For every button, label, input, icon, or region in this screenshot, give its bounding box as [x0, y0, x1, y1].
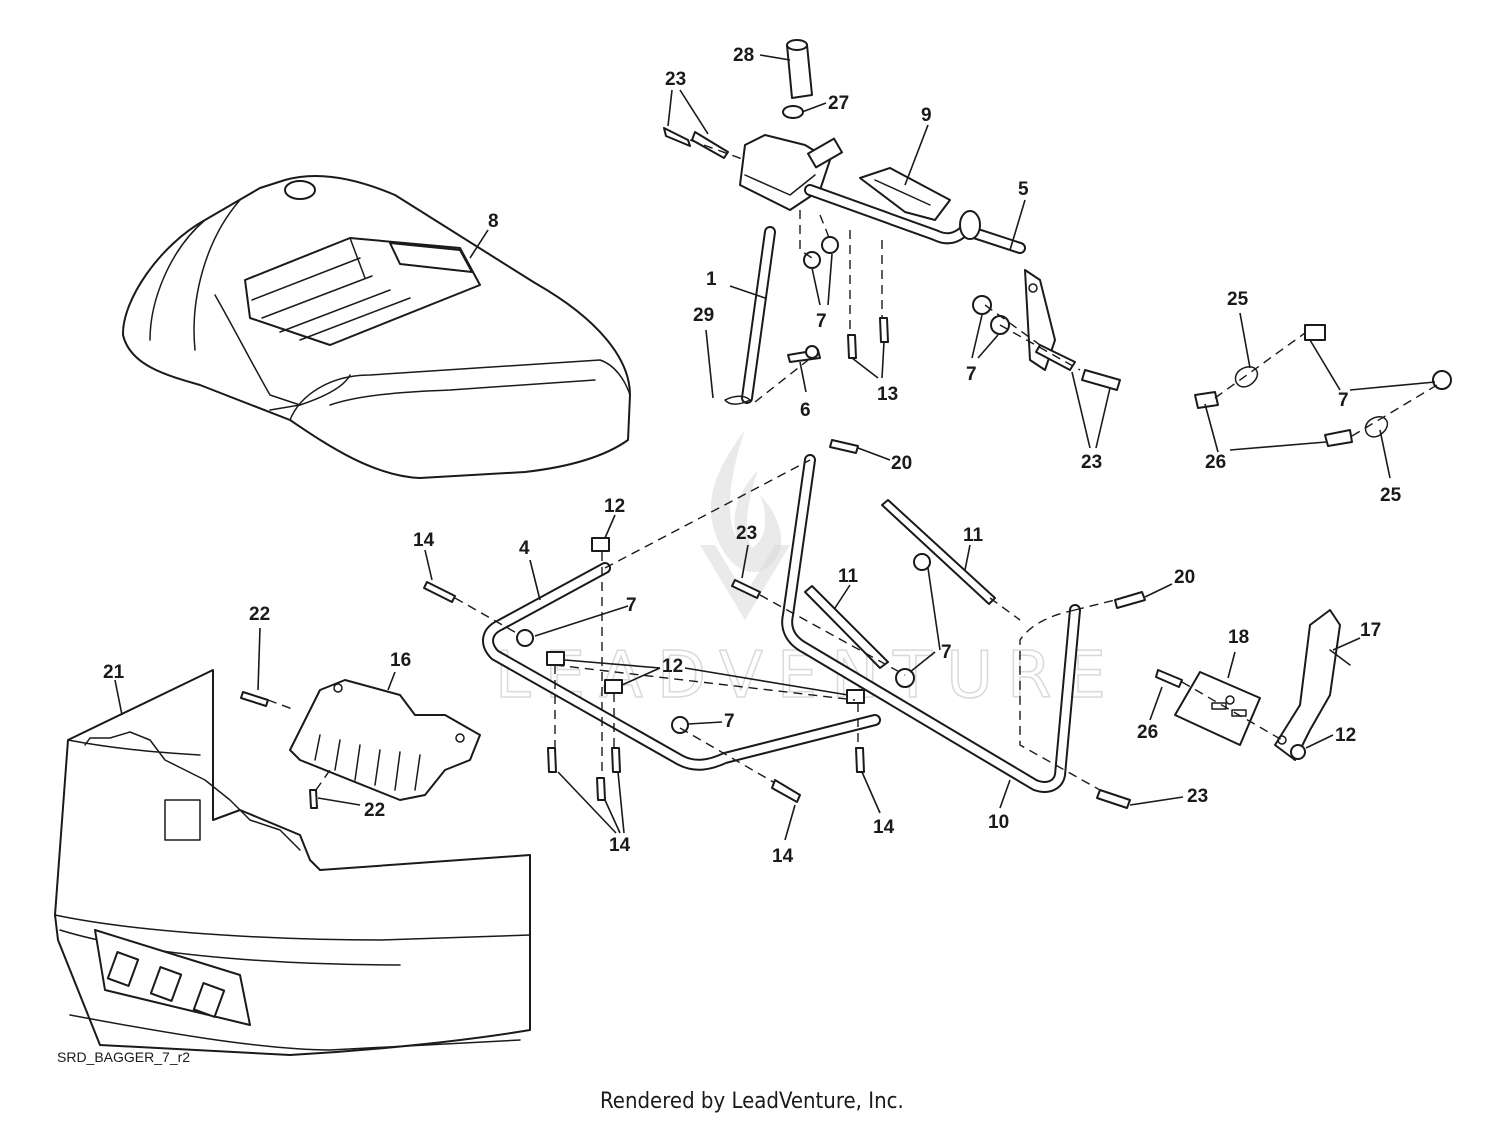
callout-20: 20 — [1174, 567, 1195, 588]
part-7-nut — [895, 668, 915, 688]
callout-11: 11 — [838, 566, 859, 587]
assembly-dashed-lines — [267, 139, 1443, 791]
callout-10: 10 — [988, 812, 1009, 833]
callout-7: 7 — [966, 364, 977, 385]
part-10-rear-frame — [781, 454, 1081, 793]
part-23-bolts-top-left — [663, 127, 729, 159]
callout-4: 4 — [519, 538, 530, 559]
part-23-bolts-right — [1035, 344, 1121, 391]
watermark-flame-icon — [710, 430, 782, 572]
callout-18: 18 — [1228, 627, 1249, 648]
part-12-nut — [546, 651, 565, 666]
callout-12: 12 — [662, 656, 683, 677]
part-14-bolt — [855, 747, 865, 773]
part-7-nut — [671, 716, 689, 734]
watermark-v-icon — [700, 545, 790, 620]
part-18-plate — [1174, 671, 1261, 746]
callout-leader-lines — [114, 54, 1436, 841]
callout-20: 20 — [891, 453, 912, 474]
callout-7: 7 — [816, 311, 827, 332]
part-17-bracket — [1274, 609, 1351, 761]
part-12-nut — [604, 679, 623, 694]
part-23-bolt — [1096, 789, 1131, 809]
callout-1: 1 — [706, 269, 717, 290]
callout-26: 26 — [1205, 452, 1226, 473]
part-7-nuts-upper — [803, 236, 1010, 335]
part-22-screw — [240, 691, 269, 707]
part-12-nut — [846, 689, 865, 704]
part-9-handle-bracket-assembly — [739, 134, 1026, 254]
part-11-braces — [804, 499, 996, 669]
callout-13: 13 — [877, 384, 898, 405]
callout-22: 22 — [364, 800, 385, 821]
callout-5: 5 — [1018, 179, 1029, 200]
part-1-tube — [741, 226, 776, 404]
part-7-nut — [913, 553, 931, 571]
part-4-front-frame — [482, 562, 881, 771]
callout-8: 8 — [488, 211, 499, 232]
part-22-screw — [309, 789, 318, 809]
part-7-nut — [516, 629, 534, 647]
callout-12: 12 — [604, 496, 625, 517]
callout-6: 6 — [800, 400, 811, 421]
callout-9: 9 — [921, 105, 932, 126]
callout-23: 23 — [1081, 452, 1102, 473]
callout-23: 23 — [1187, 786, 1208, 807]
callout-21: 21 — [103, 662, 125, 683]
part-14-bolt — [423, 581, 456, 603]
part-26-bolt — [1155, 669, 1183, 688]
part-21-bagger-box — [54, 669, 531, 1056]
part-14-bolt — [547, 747, 557, 773]
lower-hardware — [240, 439, 1306, 809]
callout-23: 23 — [736, 523, 757, 544]
callout-7: 7 — [626, 595, 637, 616]
callout-26: 26 — [1137, 722, 1158, 743]
part-14-bolt — [611, 747, 621, 773]
drawing-code-label: SRD_BAGGER_7_r2 — [57, 1049, 190, 1065]
part-20-bolt — [1114, 591, 1146, 609]
callout-17: 17 — [1360, 620, 1381, 641]
rendered-by-footer: Rendered by LeadVenture, Inc. — [600, 1089, 904, 1114]
part-12-nut — [1290, 744, 1306, 760]
part-29-hairpin — [724, 395, 751, 405]
callout-7: 7 — [941, 642, 952, 663]
part-6-clevis-pin — [787, 345, 821, 363]
part-28-pin — [786, 39, 813, 99]
callout-7: 7 — [724, 711, 735, 732]
part-13-bolts — [847, 317, 889, 359]
part-14-bolt — [771, 779, 801, 803]
part-8-hood-cover — [121, 174, 631, 479]
part-12-nut-top — [591, 537, 610, 552]
callout-16: 16 — [390, 650, 411, 671]
callout-14: 14 — [413, 530, 435, 551]
callout-22: 22 — [249, 604, 270, 625]
callout-12: 12 — [1335, 725, 1356, 746]
part-27-washer — [782, 105, 804, 119]
callout-29: 29 — [693, 305, 714, 326]
callout-27: 27 — [828, 93, 849, 114]
callout-11: 11 — [963, 525, 984, 546]
part-23-bolt — [731, 579, 761, 599]
callout-14: 14 — [772, 846, 794, 867]
callout-14: 14 — [873, 817, 895, 838]
callout-labels: 28 27 23 9 8 5 1 29 7 13 6 7 23 25 7 26 … — [103, 45, 1402, 867]
part-25-26-7-hardware-right — [1194, 324, 1452, 447]
callout-25: 25 — [1380, 485, 1402, 506]
callout-23: 23 — [665, 69, 686, 90]
callout-7: 7 — [1338, 390, 1349, 411]
part-14-bolt — [596, 777, 606, 801]
callout-14: 14 — [609, 835, 631, 856]
callout-25: 25 — [1227, 289, 1249, 310]
part-16-deflector-plate — [289, 679, 481, 801]
callout-28: 28 — [733, 45, 754, 66]
part-20-bolt — [829, 439, 859, 454]
